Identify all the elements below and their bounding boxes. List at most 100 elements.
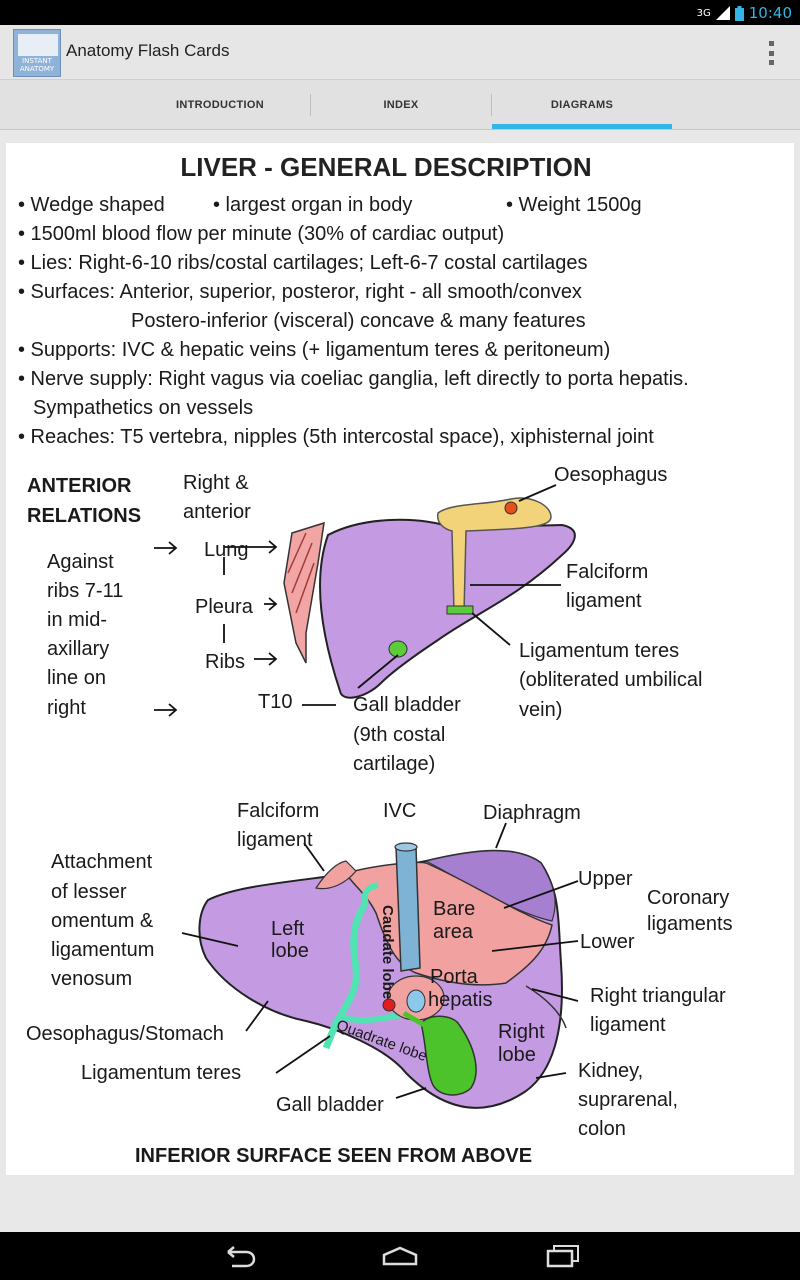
fact-nerve-2: Sympathetics on vessels: [33, 397, 254, 419]
label-lig-teres-inf: Ligamentum teres: [81, 1062, 242, 1084]
card-title: LIVER - GENERAL DESCRIPTION: [180, 152, 592, 182]
against-2: ribs 7-11: [47, 580, 124, 602]
falciform-anterior-1: Falciform: [566, 561, 649, 583]
fact-nerve: • Nerve supply: Right vagus via coeliac …: [18, 368, 689, 390]
fact-surfaces: • Surfaces: Anterior, superior, posteror…: [18, 281, 582, 303]
fact-supports: • Supports: IVC & hepatic veins (+ ligam…: [18, 339, 611, 361]
ligamentum-venosum: [322, 900, 369, 1050]
kidney-3: colon: [578, 1118, 626, 1140]
against-3: in mid-: [47, 609, 108, 631]
label-pleura: Pleura: [195, 596, 253, 618]
right-anterior-2: anterior: [183, 501, 251, 523]
label-diaphragm: Diaphragm: [483, 802, 581, 824]
gall-anterior-2: (9th costal: [353, 724, 446, 746]
recents-icon[interactable]: [546, 1244, 580, 1268]
coronary-1: Coronary: [647, 887, 730, 909]
signal-icon: [715, 6, 730, 20]
attachment-3: omentum &: [51, 910, 154, 932]
portal-vein: [406, 989, 426, 1013]
liver-diagrams: [154, 484, 579, 1109]
falciform-anterior-2: ligament: [566, 590, 642, 612]
gall-anterior-1: Gall bladder: [353, 694, 461, 716]
label-ribs: Ribs: [205, 651, 246, 673]
against-1: Against: [47, 551, 114, 573]
falciform-inf-2: ligament: [237, 829, 313, 851]
fact-lies: • Lies: Right-6-10 ribs/costal cartilage…: [18, 252, 588, 274]
fact-weight: • Weight 1500g: [506, 194, 642, 216]
coronary-2: ligaments: [647, 913, 733, 935]
label-ivc: IVC: [383, 800, 417, 822]
right-anterior-1: Right &: [183, 472, 249, 494]
overflow-menu-icon[interactable]: [766, 41, 776, 65]
lig-teres-2: (obliterated umbilical: [519, 669, 703, 691]
anterior-heading-2: RELATIONS: [27, 505, 142, 527]
home-icon[interactable]: [382, 1246, 418, 1266]
oesophagus-dot: [504, 501, 518, 515]
label-upper: Upper: [578, 868, 633, 890]
app-title: Anatomy Flash Cards: [66, 41, 230, 60]
battery-icon: [734, 5, 744, 21]
falciform-inferior: [315, 860, 357, 890]
attachment-4: ligamentum: [51, 939, 155, 961]
fact-blood-flow: • 1500ml blood flow per minute (30% of c…: [18, 223, 505, 245]
fact-surfaces-2: Postero-inferior (visceral) concave & ma…: [131, 310, 586, 332]
against-6: right: [47, 697, 86, 719]
flash-card[interactable]: LIVER - GENERAL DESCRIPTION • Wedge shap…: [6, 143, 794, 1175]
ivc: [395, 846, 421, 972]
label-oesophagus: Oesophagus: [554, 464, 668, 486]
navigation-bar: [0, 1232, 800, 1280]
falciform-anterior: [436, 497, 552, 614]
against-5: line on: [47, 667, 106, 689]
attachment-1: Attachment: [51, 851, 153, 873]
tab-introduction[interactable]: INTRODUCTION: [176, 99, 264, 111]
label-gall-inf: Gall bladder: [276, 1094, 384, 1116]
label-oesophagus-stomach: Oesophagus/Stomach: [26, 1023, 224, 1045]
app-icon[interactable]: INSTANT ANATOMY: [13, 29, 61, 77]
gall-bladder-inferior: [420, 1015, 477, 1096]
falciform-inf-1: Falciform: [237, 800, 320, 822]
porta-1: Porta: [430, 966, 478, 988]
status-bar: 3G 10:40: [0, 0, 800, 25]
kidney-2: suprarenal,: [578, 1089, 679, 1111]
status-icons: 3G 10:40: [697, 3, 792, 23]
fact-reaches: • Reaches: T5 vertebra, nipples (5th int…: [18, 426, 654, 448]
network-type: 3G: [696, 7, 711, 19]
right-lobe-1: Right: [498, 1021, 545, 1043]
lig-teres-3: vein): [519, 699, 563, 721]
porta-2: hepatis: [428, 989, 493, 1011]
fact-wedge: • Wedge shaped: [18, 194, 165, 216]
app-icon-image: [18, 34, 58, 56]
anterior-heading-1: ANTERIOR: [27, 475, 132, 497]
hepatic-artery: [382, 998, 396, 1012]
bare-2: area: [433, 921, 474, 943]
left-lobe-2: lobe: [271, 940, 309, 962]
tab-diagrams[interactable]: DIAGRAMS: [492, 80, 672, 130]
attachment-5: venosum: [51, 968, 133, 990]
bare-1: Bare: [433, 898, 476, 920]
label-caudate: Caudate lobe: [379, 905, 396, 1000]
ligamentum-teres-anterior: [446, 605, 474, 615]
label-lung: Lung: [204, 539, 249, 561]
action-bar: INSTANT ANATOMY Anatomy Flash Cards: [0, 25, 800, 80]
clock: 10:40: [748, 4, 792, 22]
gall-anterior-3: cartilage): [353, 753, 436, 775]
left-lobe-1: Left: [271, 918, 305, 940]
ribs-strip: [283, 521, 325, 664]
attachment-2: of lesser: [51, 881, 127, 903]
back-icon[interactable]: [220, 1246, 256, 1268]
tab-selected-indicator: [492, 124, 672, 129]
fact-largest: • largest organ in body: [213, 194, 413, 216]
right-lobe-2: lobe: [498, 1044, 536, 1066]
label-t10: T10: [258, 691, 293, 713]
against-4: axillary: [47, 638, 110, 660]
gall-bladder-anterior: [388, 640, 408, 658]
kidney-1: Kidney,: [578, 1060, 644, 1082]
inferior-caption: INFERIOR SURFACE SEEN FROM ABOVE: [135, 1145, 533, 1167]
app-icon-text: INSTANT ANATOMY: [19, 57, 55, 73]
right-tri-2: ligament: [590, 1014, 666, 1036]
label-lower: Lower: [580, 931, 635, 953]
right-tri-1: Right triangular: [590, 985, 726, 1007]
lig-teres-1: Ligamentum teres: [519, 640, 680, 662]
tab-bar: INTRODUCTION INDEX DIAGRAMS: [0, 80, 800, 130]
tab-index[interactable]: INDEX: [383, 99, 419, 111]
